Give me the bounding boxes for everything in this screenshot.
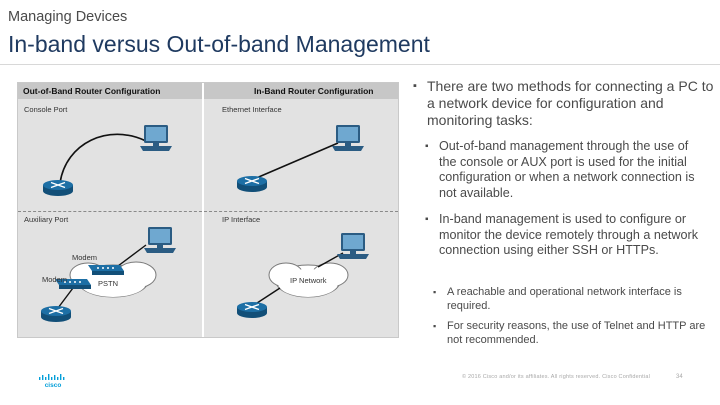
pstn-label: PSTN [98, 279, 119, 288]
ethernet-pc-icon [332, 125, 364, 151]
panel-divider [202, 83, 204, 337]
top-modem-icon [88, 265, 124, 275]
console-cable [59, 133, 147, 184]
section-kicker: Managing Devices [8, 9, 128, 25]
bullet-marker: ▪ [425, 141, 429, 152]
main-bullet-text: There are two methods for connecting a P… [427, 78, 714, 128]
network-diagram: Out-of-Band Router Configuration In-Band… [17, 82, 399, 338]
modem-label-top: Modem [72, 253, 98, 262]
main-bullet: ▪ There are two methods for connecting a… [413, 78, 720, 129]
svg-text:cisco: cisco [45, 382, 62, 388]
cisco-logo: cisco [38, 374, 68, 393]
sub-bullet-out-of-band-text: Out-of-band management through the use o… [439, 139, 695, 201]
sub-bullet-in-band-text: In-band management is used to configure … [439, 212, 699, 258]
ip-network-label: IP Network [290, 276, 327, 285]
ethernet-router-icon [236, 175, 268, 193]
bullet-marker: ▪ [433, 321, 437, 331]
title-divider [0, 64, 720, 65]
ip-pc-icon [337, 233, 369, 259]
aux-router-icon [40, 305, 72, 323]
console-router-icon [42, 179, 74, 197]
ethernet-cable [253, 142, 339, 180]
sub-bullet-in-band: ▪ In-band management is used to configur… [425, 212, 709, 259]
auxiliary-port-label: Auxiliary Port [24, 215, 69, 224]
ip-network-cloud-icon [268, 262, 349, 298]
ip-interface-label: IP Interface [222, 215, 261, 224]
console-pc-icon [140, 125, 172, 151]
cisco-logo-icon: cisco [39, 374, 65, 389]
bullet-marker: ▪ [433, 287, 437, 297]
aux-cable [57, 287, 74, 309]
dashed-divider [18, 211, 398, 212]
bullet-marker: ▪ [413, 80, 417, 92]
console-port-label: Console Port [24, 105, 68, 114]
sub-bullet-out-of-band: ▪ Out-of-band management through the use… [425, 139, 709, 202]
ip-router-cable [253, 287, 281, 306]
out-of-band-header: Out-of-Band Router Configuration [18, 83, 202, 99]
bullet-marker: ▪ [425, 214, 429, 225]
sub-sub-bullet-security-text: For security reasons, the use of Telnet … [447, 320, 706, 346]
diagram-drawing [40, 125, 369, 323]
sub-sub-bullet-security: ▪ For security reasons, the use of Telne… [433, 320, 709, 347]
ethernet-interface-label: Ethernet Interface [222, 105, 282, 114]
footer-copyright: © 2016 Cisco and/or its affiliates. All … [462, 374, 651, 380]
remote-pc-icon [144, 227, 176, 253]
sub-sub-bullet-interface: ▪ A reachable and operational network in… [433, 286, 709, 313]
page-number: 34 [676, 374, 683, 380]
ip-router-icon [236, 301, 268, 319]
page-title: In-band versus Out-of-band Management [8, 31, 430, 57]
sub-sub-bullet-interface-text: A reachable and operational network inte… [447, 286, 682, 312]
modem-label-bottom: Modem [42, 275, 68, 284]
in-band-header: In-Band Router Configuration [204, 83, 398, 99]
